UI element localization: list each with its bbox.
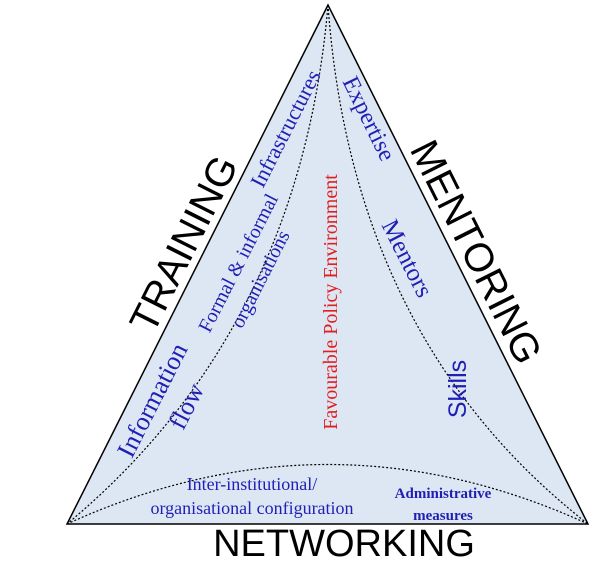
favourable-policy-label: Favourable Policy Environment xyxy=(320,174,342,430)
skills-label: Skills xyxy=(444,360,472,418)
dotted-curve-bottom xyxy=(66,463,589,525)
triangle-outline xyxy=(65,3,590,525)
dotted-curve-right xyxy=(327,4,589,525)
networking-label: NETWORKING xyxy=(213,523,475,565)
inter-institutional-label-line2: organisational configuration xyxy=(150,498,353,518)
inter-institutional-label-line1: Inter-institutional/ xyxy=(187,474,318,494)
administrative-measures-label-line2: measures xyxy=(413,508,473,524)
dotted-curve-left xyxy=(66,4,329,525)
administrative-measures-label-line1: Administrative xyxy=(395,486,492,502)
